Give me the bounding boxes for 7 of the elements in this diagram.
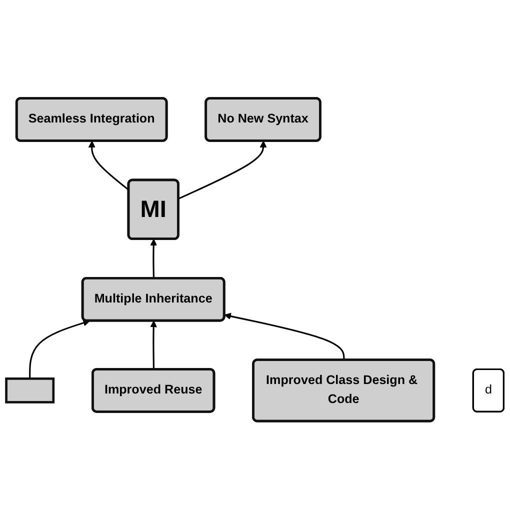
arrow xyxy=(150,238,158,278)
arrow xyxy=(178,140,267,200)
arrow xyxy=(29,319,90,378)
arrow xyxy=(150,320,158,370)
arrow xyxy=(88,140,130,190)
node-box xyxy=(5,377,55,404)
arrow xyxy=(224,312,345,360)
